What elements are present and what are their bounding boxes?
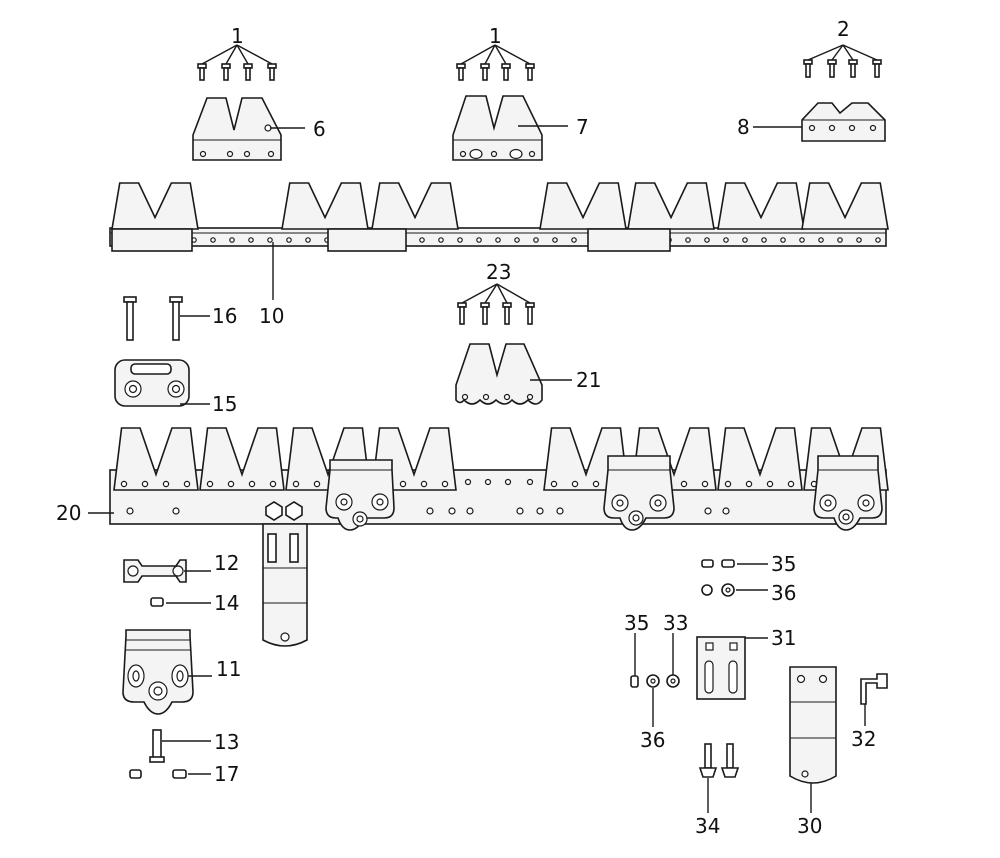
clip-plate-12 [123, 559, 211, 583]
knife-section-bar10 [111, 182, 199, 230]
knife-section-bar10 [539, 182, 627, 230]
callout-33: 33 [663, 611, 688, 635]
callout-36-upper: 36 [771, 581, 796, 605]
rivet-group-1-middle [456, 44, 535, 81]
rivet-group-23 [457, 283, 535, 325]
nut-17-pair [129, 769, 211, 779]
callout-7: 7 [576, 115, 589, 139]
guide-arm [262, 501, 308, 647]
hold-down-clip-8 [753, 102, 886, 142]
knife-head-11 [122, 629, 212, 715]
knife-section-bar10 [371, 182, 459, 230]
callout-1-middle: 1 [489, 24, 502, 48]
callout-34: 34 [695, 814, 720, 838]
washer-36-single [646, 674, 660, 727]
knife-assembly-10 [109, 182, 889, 300]
callout-20: 20 [56, 501, 81, 525]
callout-10: 10 [259, 304, 284, 328]
knife-head-right [813, 455, 883, 531]
callout-6: 6 [313, 117, 326, 141]
callout-35-upper: 35 [771, 552, 796, 576]
knife-section-bar10 [717, 182, 805, 230]
callout-36-lower: 36 [640, 728, 665, 752]
callout-2: 2 [837, 17, 850, 41]
callout-1-left: 1 [231, 24, 244, 48]
washer-36-pair [701, 583, 768, 597]
knife-section-bar20 [113, 427, 199, 491]
knife-head-left [325, 459, 395, 531]
bracket-plate-31 [696, 636, 768, 700]
knife-section-bar10 [627, 182, 715, 230]
callout-31: 31 [771, 626, 796, 650]
callout-16: 16 [212, 304, 237, 328]
knife-section-bar10 [281, 182, 369, 230]
callout-14: 14 [214, 591, 239, 615]
nut-35-pair [701, 559, 768, 568]
callout-30: 30 [797, 814, 822, 838]
callout-32: 32 [851, 727, 876, 751]
callout-35-lower: 35 [624, 611, 649, 635]
callout-12: 12 [214, 551, 239, 575]
callout-11: 11 [216, 657, 241, 681]
knife-section-bar10 [801, 182, 889, 230]
knife-section-bar20 [199, 427, 285, 491]
knife-section-7 [452, 95, 568, 161]
guide-plate-30 [789, 666, 837, 813]
knife-head-middle [603, 455, 675, 531]
bolt-34-pair [698, 743, 740, 813]
rivet-group-1-left [197, 44, 277, 81]
knife-head-plate-15 [114, 359, 210, 407]
callout-15: 15 [212, 392, 237, 416]
knife-section-bar20 [717, 427, 803, 491]
bolt-13 [149, 729, 211, 763]
rivet-group-2 [803, 44, 882, 78]
callout-21: 21 [576, 368, 601, 392]
nut-35-vertical [630, 633, 639, 688]
callout-17: 17 [214, 762, 239, 786]
knife-section-6 [192, 97, 305, 161]
bolt-pair-16 [123, 296, 210, 341]
knife-assembly-20 [88, 427, 889, 647]
callout-13: 13 [214, 730, 239, 754]
callout-8: 8 [737, 115, 750, 139]
callout-23: 23 [486, 260, 511, 284]
washer-33 [666, 633, 680, 688]
knife-section-21 [455, 343, 572, 405]
bolt-32 [860, 673, 888, 726]
nut-14 [150, 597, 211, 607]
